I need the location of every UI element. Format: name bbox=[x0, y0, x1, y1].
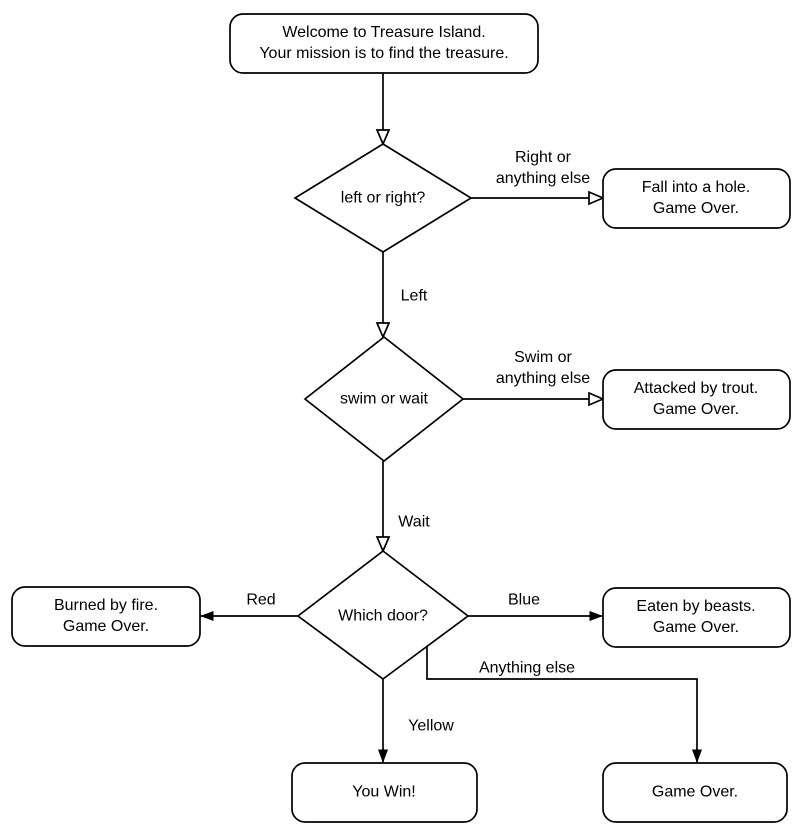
edge-label-yellow: Yellow bbox=[408, 717, 454, 735]
attacked-trout-node-text: Attacked by trout. Game Over. bbox=[634, 378, 759, 420]
you-win-node-shape bbox=[291, 762, 478, 823]
decision-which-door-shape bbox=[296, 549, 470, 681]
edge-anything-else bbox=[426, 646, 702, 763]
decision-swim-wait-text: swim or wait bbox=[339, 390, 429, 408]
burned-fire-line1: Burned by fire. bbox=[53, 597, 159, 614]
swim-or-line1: Swim or bbox=[514, 349, 572, 366]
game-over-node-text: Game Over. bbox=[651, 783, 739, 801]
edge-label-red: Red bbox=[246, 591, 276, 609]
fall-hole-node-text: Fall into a hole. Game Over. bbox=[642, 177, 751, 219]
eaten-beasts-node-shape bbox=[602, 587, 791, 648]
fall-hole-line1: Fall into a hole. bbox=[641, 179, 751, 196]
fall-hole-node-shape bbox=[602, 168, 791, 229]
swim-or-line2: anything else bbox=[495, 370, 591, 387]
burned-fire-node-shape bbox=[11, 586, 201, 647]
decision-swim-wait-shape bbox=[303, 335, 465, 463]
edge-label-wait: Wait bbox=[398, 513, 430, 531]
attacked-trout-node-shape bbox=[602, 369, 791, 430]
right-or-line1: Right or bbox=[514, 149, 572, 166]
edge-label-swim-or-anything-else: Swim or anything else bbox=[496, 347, 590, 389]
game-over-node-shape bbox=[602, 762, 788, 823]
start-line1: Welcome to Treasure Island. bbox=[282, 24, 486, 41]
burned-fire-line2: Game Over. bbox=[62, 618, 150, 635]
decision-left-right-shape bbox=[293, 143, 473, 253]
you-win-node-text: You Win! bbox=[352, 783, 416, 801]
decision-which-door-text: Which door? bbox=[338, 607, 428, 625]
decision-left-right-text: left or right? bbox=[340, 189, 426, 207]
eaten-beasts-line2: Game Over. bbox=[652, 619, 740, 636]
eaten-beasts-node-text: Eaten by beasts. Game Over. bbox=[636, 596, 755, 638]
edge-label-right-or-anything-else: Right or anything else bbox=[496, 147, 590, 189]
attacked-trout-line1: Attacked by trout. bbox=[633, 380, 759, 397]
start-node-text: Welcome to Treasure Island. Your mission… bbox=[259, 22, 508, 64]
start-line2: Your mission is to find the treasure. bbox=[259, 45, 509, 62]
attacked-trout-line2: Game Over. bbox=[652, 401, 740, 418]
start-node-shape bbox=[229, 13, 539, 74]
burned-fire-node-text: Burned by fire. Game Over. bbox=[54, 595, 158, 637]
fall-hole-line2: Game Over. bbox=[652, 200, 740, 217]
eaten-beasts-line1: Eaten by beasts. bbox=[636, 598, 756, 615]
edge-label-anything-else: Anything else bbox=[478, 659, 576, 677]
right-or-line2: anything else bbox=[495, 170, 591, 187]
edge-label-blue: Blue bbox=[507, 591, 541, 609]
edge-label-left: Left bbox=[400, 287, 428, 305]
